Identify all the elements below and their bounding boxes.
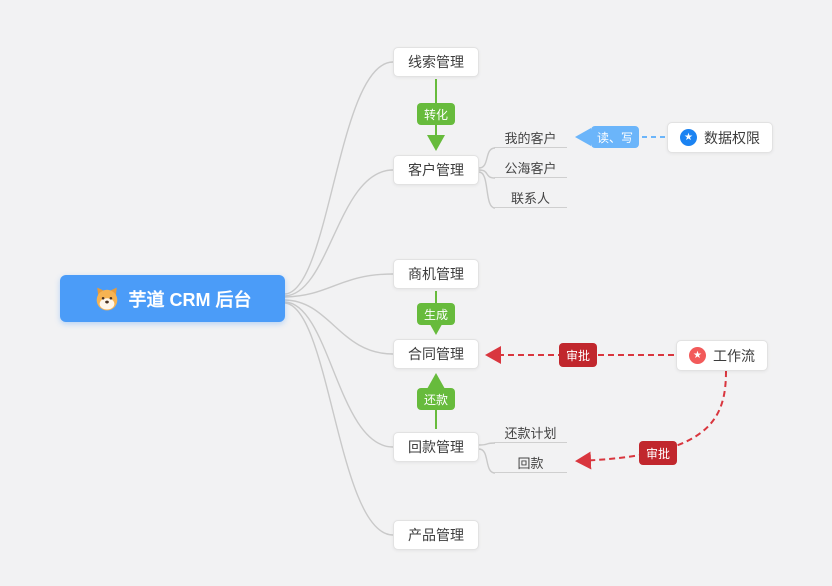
edge-receivable-receipt [478,448,496,474]
node-lead-management[interactable]: 线索管理 [393,47,479,77]
edge-root-contract [284,299,394,355]
edge-label-generate: 生成 [417,303,455,325]
node-receivable-management[interactable]: 回款管理 [393,432,479,462]
star-icon: ★ [680,129,697,146]
badge-text: 审批 [645,446,670,461]
node-contract-management[interactable]: 合同管理 [393,339,479,369]
node-label: 产品管理 [408,527,464,543]
dog-icon [96,287,117,310]
subnode-contacts[interactable]: 联系人 [494,187,567,208]
node-workflow[interactable]: ★ 工作流 [676,340,768,371]
edge-label-repay: 还款 [417,388,455,410]
subnode-label: 联系人 [510,190,550,206]
subnode-repayment-plan[interactable]: 还款计划 [494,422,567,443]
node-label: 线索管理 [408,54,464,70]
star-glyph: ★ [693,349,702,361]
badge-text: 还款 [423,392,448,407]
subnode-my-customers[interactable]: 我的客户 [494,127,567,148]
node-data-permission[interactable]: ★ 数据权限 [667,122,773,153]
root-label: 芋道 CRM 后台 [128,289,252,310]
node-label: 工作流 [713,347,755,364]
edge-root-lead [284,61,394,295]
arrow-workflow-to-receipt [575,370,727,470]
subnode-public-customers[interactable]: 公海客户 [494,157,567,178]
edge-customer-mycustomer [478,147,496,169]
edge-label-approve-contract: 审批 [559,343,597,367]
subnode-label: 我的客户 [504,130,557,146]
badge-text: 转化 [423,107,448,122]
edge-root-product [284,302,394,536]
node-product-management[interactable]: 产品管理 [393,520,479,550]
node-root-crm-admin[interactable]: 芋道 CRM 后台 [60,275,285,322]
node-opportunity-management[interactable]: 商机管理 [393,259,479,289]
edge-root-customer [284,169,394,297]
node-label: 客户管理 [408,162,464,178]
subnode-receipt[interactable]: 回款 [494,452,567,473]
edge-customer-publiccustomer [478,169,496,179]
node-customer-management[interactable]: 客户管理 [393,155,479,185]
badge-text: 读、写 [596,130,633,145]
star-icon: ★ [689,347,706,364]
badge-text: 审批 [565,348,590,363]
edge-customer-contact [478,171,496,209]
edge-label-convert: 转化 [417,103,455,125]
subnode-label: 公海客户 [504,160,557,176]
star-glyph: ★ [684,131,693,143]
edge-label-read-write: 读、写 [591,126,639,148]
badge-text: 生成 [423,307,448,322]
subnode-label: 回款 [517,455,544,471]
node-label: 数据权限 [704,129,760,146]
subnode-label: 还款计划 [504,425,557,441]
edge-receivable-plan [478,442,496,446]
node-label: 回款管理 [408,439,464,455]
node-label: 合同管理 [408,346,464,362]
edge-root-opportunity [284,273,394,298]
edge-root-receivable [284,301,394,448]
node-label: 商机管理 [408,266,464,282]
edge-label-approve-receivable: 审批 [639,441,677,465]
